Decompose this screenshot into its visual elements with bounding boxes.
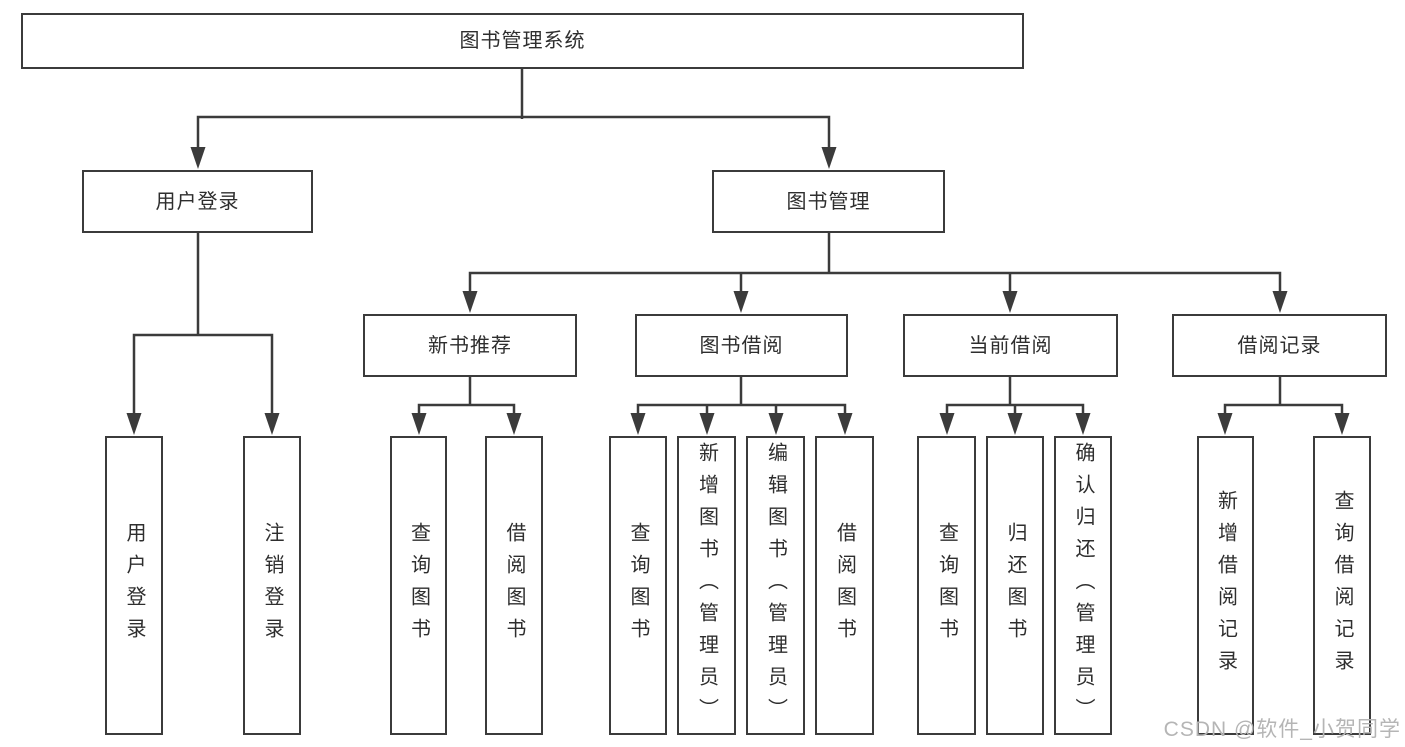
node-label: 查询图书 bbox=[627, 521, 649, 650]
leaf-newbooks-query: 查询图书 bbox=[390, 436, 447, 735]
arrowhead bbox=[837, 413, 853, 435]
leaf-records-add: 新增借阅记录 bbox=[1197, 436, 1254, 735]
arrowhead bbox=[462, 291, 478, 313]
node-label: 新增图书（管理员） bbox=[695, 441, 718, 730]
connector-borrow-branch bbox=[636, 403, 847, 420]
node-label: 当前借阅 bbox=[968, 334, 1053, 357]
node-label: 用户登录 bbox=[123, 521, 145, 650]
node-new-book-recommend: 新书推荐 bbox=[363, 314, 577, 377]
arrowhead bbox=[411, 413, 427, 435]
node-label: 注销登录 bbox=[261, 521, 283, 650]
connector-records-branch bbox=[1223, 403, 1344, 420]
arrowhead bbox=[190, 147, 206, 169]
connector-level2-branch bbox=[196, 115, 831, 150]
node-label: 查询借阅记录 bbox=[1331, 489, 1353, 682]
arrowhead bbox=[1002, 291, 1018, 313]
connector-newbooks-branch bbox=[417, 403, 516, 420]
leaf-current-return: 归还图书 bbox=[986, 436, 1044, 735]
leaf-newbooks-borrow: 借阅图书 bbox=[485, 436, 543, 735]
arrowhead bbox=[821, 147, 837, 169]
arrowhead bbox=[699, 413, 715, 435]
arrowhead bbox=[1007, 413, 1023, 435]
leaf-borrow-add-admin: 新增图书（管理员） bbox=[677, 436, 736, 735]
node-label: 图书借阅 bbox=[699, 334, 784, 357]
connector-level3-branch bbox=[468, 271, 1282, 296]
arrowhead bbox=[1334, 413, 1350, 435]
node-label: 新书推荐 bbox=[428, 334, 512, 357]
node-current-borrowing: 当前借阅 bbox=[903, 314, 1118, 377]
node-label: 查询图书 bbox=[935, 521, 958, 650]
arrowhead bbox=[506, 413, 522, 435]
node-user-login: 用户登录 bbox=[82, 170, 313, 233]
arrowhead bbox=[733, 291, 749, 313]
node-label: 借阅图书 bbox=[833, 521, 856, 650]
arrowhead bbox=[264, 413, 280, 435]
node-label: 借阅图书 bbox=[503, 521, 525, 650]
node-label: 图书管理系统 bbox=[459, 30, 586, 52]
arrowhead bbox=[1075, 413, 1091, 435]
leaf-current-confirm-admin: 确认归还（管理员） bbox=[1054, 436, 1112, 735]
node-label: 用户登录 bbox=[155, 190, 240, 213]
watermark: CSDN @软件_小贺同学 bbox=[1163, 718, 1401, 741]
leaf-borrow-edit-admin: 编辑图书（管理员） bbox=[746, 436, 805, 735]
arrowhead bbox=[630, 413, 646, 435]
node-label: 归还图书 bbox=[1004, 521, 1026, 650]
connector-login-branch bbox=[132, 333, 274, 420]
leaf-borrow-query: 查询图书 bbox=[609, 436, 667, 735]
leaf-logout: 注销登录 bbox=[243, 436, 301, 735]
arrowhead bbox=[1272, 291, 1288, 313]
node-borrowing-records: 借阅记录 bbox=[1172, 314, 1387, 377]
node-root: 图书管理系统 bbox=[21, 13, 1024, 69]
leaf-user-login: 用户登录 bbox=[105, 436, 163, 735]
leaf-current-query: 查询图书 bbox=[917, 436, 976, 735]
node-label: 查询图书 bbox=[407, 521, 430, 650]
node-label: 图书管理 bbox=[786, 190, 871, 213]
node-book-borrowing: 图书借阅 bbox=[635, 314, 848, 377]
arrowhead bbox=[126, 413, 142, 435]
arrowhead bbox=[768, 413, 784, 435]
leaf-records-query: 查询借阅记录 bbox=[1313, 436, 1371, 735]
node-label: 新增借阅记录 bbox=[1214, 489, 1237, 682]
node-label: 借阅记录 bbox=[1237, 334, 1322, 357]
leaf-borrow-borrow: 借阅图书 bbox=[815, 436, 874, 735]
node-label: 编辑图书（管理员） bbox=[764, 441, 787, 730]
node-label: 确认归还（管理员） bbox=[1072, 441, 1094, 730]
arrowhead bbox=[1217, 413, 1233, 435]
arrowhead bbox=[939, 413, 955, 435]
connector-current-branch bbox=[945, 403, 1085, 420]
node-book-management: 图书管理 bbox=[712, 170, 945, 233]
